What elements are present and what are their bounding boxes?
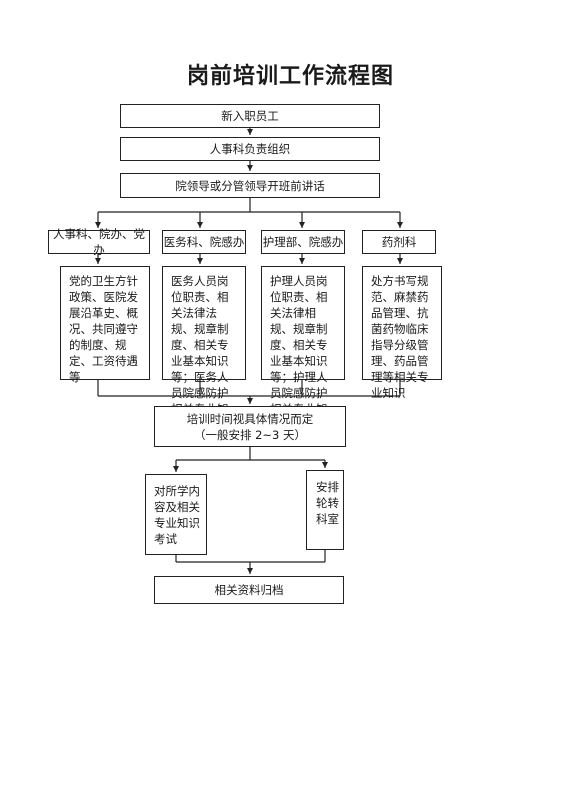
step-new-employee: 新入职员工 xyxy=(120,104,380,128)
dept-hr-office: 人事科、院办、党办 xyxy=(48,227,150,257)
dept-pharmacy: 药剂科 xyxy=(362,230,436,254)
content-nursing: 护理人员岗位职责、相关法律相规、规章制度、相关专业基本知识等；护理人员院感防护相… xyxy=(261,266,345,432)
training-time-line2: （一般安排 2~3 天） xyxy=(193,427,307,442)
content-hr-office: 党的卫生方针政策、医院发展沿革史、概况、共同遵守的制度、规定、工资待遇等 xyxy=(60,266,150,384)
content-medical: 医务人员岗位职责、相关法律法规、规章制度、相关专业基本知识等；医务人员院感防护相… xyxy=(162,266,246,432)
archive-box: 相关资料归档 xyxy=(154,576,344,604)
step-leader-speech: 院领导或分管领导开班前讲话 xyxy=(120,173,380,198)
step-hr-organize: 人事科负责组织 xyxy=(120,137,380,161)
training-time-line1: 培训时间视具体情况而定 xyxy=(186,411,314,426)
content-pharmacy: 处方书写规范、麻禁药品管理、抗菌药物临床指导分级管理、药品管理等相关专业知识 xyxy=(362,266,442,400)
rotation-box: 安排轮转科室 xyxy=(306,470,344,550)
training-time-box: 培训时间视具体情况而定 （一般安排 2~3 天） xyxy=(154,406,346,447)
dept-nursing: 护理部、院感办 xyxy=(261,230,345,254)
dept-medical: 医务科、院感办 xyxy=(162,230,246,254)
page-title: 岗前培训工作流程图 xyxy=(186,63,394,89)
exam-box: 对所学内容及相关专业知识考试 xyxy=(145,474,207,555)
